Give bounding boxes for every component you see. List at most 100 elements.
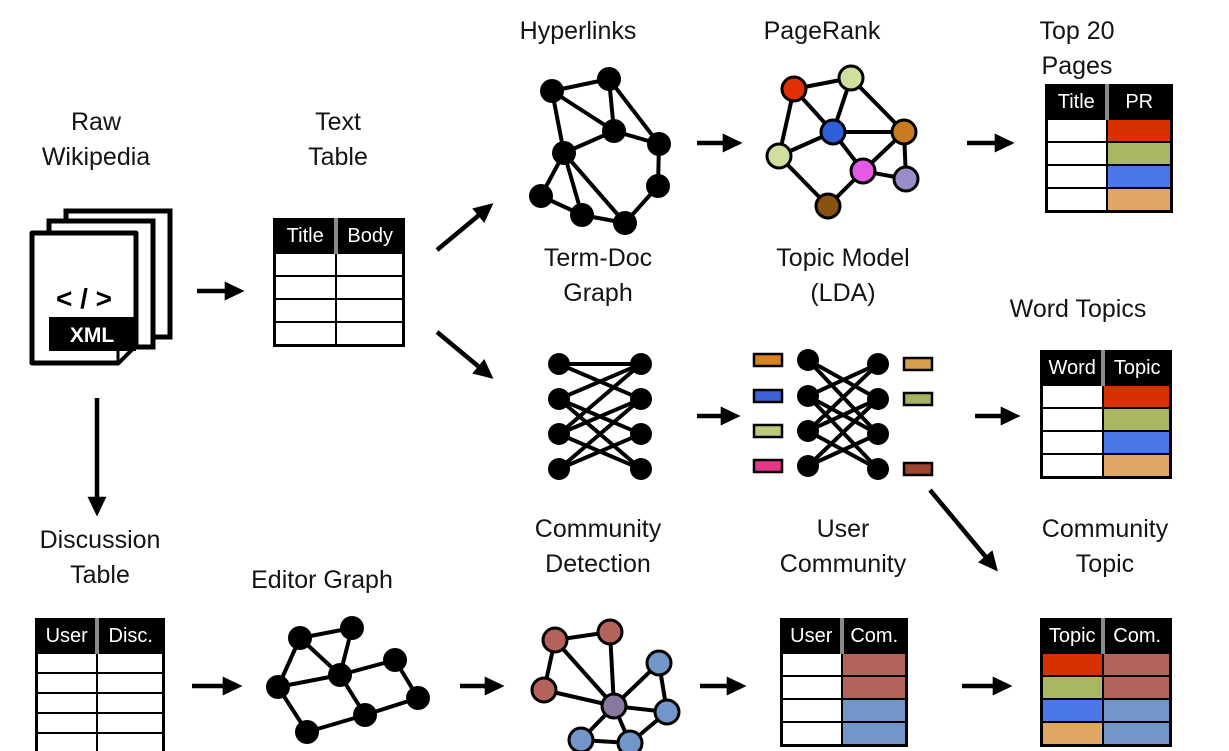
table-cell	[1045, 118, 1108, 143]
graph-node	[406, 686, 430, 710]
xml-document-stack-icon: < / > XML	[29, 208, 173, 366]
table-cell	[1040, 675, 1105, 700]
table-cell	[1105, 118, 1173, 143]
topic-swatch	[902, 461, 934, 477]
graph-node	[837, 64, 865, 92]
column-header: Com.	[839, 619, 907, 653]
table-cell	[1102, 721, 1172, 746]
graph-node	[613, 211, 637, 235]
label-user-community: User Community	[779, 515, 907, 578]
graph-edge	[558, 432, 642, 471]
graph-node	[797, 349, 819, 371]
graph-node	[570, 203, 594, 227]
label-word-topics: Word Topics	[1009, 295, 1147, 323]
graph-node	[340, 616, 364, 640]
graph-node	[645, 649, 673, 677]
table-cell	[1040, 453, 1105, 478]
table-row	[273, 298, 405, 323]
flow-arrow	[928, 488, 998, 572]
table-cell	[780, 721, 843, 746]
graph-node	[867, 423, 889, 445]
graph-node	[653, 698, 681, 726]
graph-node	[266, 675, 290, 699]
table-cell	[273, 275, 338, 300]
topic-swatch	[752, 458, 784, 474]
table-cell	[1045, 164, 1108, 189]
table-cell	[35, 652, 99, 674]
graph-node	[819, 118, 847, 146]
graph-node	[596, 618, 624, 646]
graph-node	[548, 458, 570, 480]
table-cell	[96, 732, 165, 751]
table-cell	[1102, 675, 1172, 700]
graph-node	[849, 157, 877, 185]
column-header: Title	[1046, 85, 1107, 119]
table-row	[1045, 141, 1173, 166]
column-header: Title	[274, 219, 337, 253]
topic-model-lda-graph	[752, 349, 934, 480]
column-header: Word	[1041, 351, 1104, 385]
label-term-doc-graph: Term-Doc Graph	[543, 244, 653, 307]
label-hyperlinks: Hyperlinks	[519, 17, 637, 45]
table-cell	[1040, 407, 1105, 432]
table-cell	[1102, 407, 1172, 432]
table-cell	[335, 275, 405, 300]
table-cell	[273, 252, 338, 277]
table-row	[1040, 384, 1172, 409]
graph-node	[646, 174, 670, 198]
graph-node	[548, 388, 570, 410]
table-cell	[1102, 453, 1172, 478]
flow-arrow	[435, 330, 494, 379]
column-header: PR	[1104, 85, 1172, 119]
graph-edge	[807, 397, 879, 433]
table-cell	[1102, 430, 1172, 455]
graph-node	[867, 353, 889, 375]
table-row	[273, 252, 405, 277]
graph-node	[541, 626, 569, 654]
table-row	[1040, 407, 1172, 432]
graph-node	[295, 720, 319, 744]
graph-edge	[558, 397, 642, 436]
editor-graph	[266, 616, 430, 744]
graph-node	[867, 458, 889, 480]
graph-edge	[558, 362, 642, 401]
graph-node	[353, 703, 377, 727]
table-cell	[335, 252, 405, 277]
table-cell	[273, 298, 338, 323]
table-cell	[780, 652, 843, 677]
label-discussion-table: Discussion Table	[39, 526, 161, 589]
table-row	[35, 732, 165, 751]
graph-node	[383, 648, 407, 672]
table-cell	[35, 732, 99, 751]
graph-node	[529, 184, 553, 208]
xml-badge-label: XML	[70, 324, 115, 347]
graph-node	[867, 388, 889, 410]
table-row	[780, 698, 908, 723]
table-cell	[1040, 721, 1105, 746]
table-cell	[840, 652, 908, 677]
column-header: Topic	[1041, 619, 1104, 653]
pagerank-graph	[765, 64, 920, 220]
graph-node	[328, 663, 352, 687]
table-cell	[35, 712, 99, 734]
graph-edge	[806, 362, 880, 433]
table-row	[273, 321, 405, 346]
graph-node	[797, 455, 819, 477]
column-header: User	[36, 619, 98, 653]
flow-arrow	[435, 203, 494, 252]
graph-node	[616, 729, 644, 751]
table-row	[1040, 430, 1172, 455]
table-row	[1045, 187, 1173, 212]
graph-node	[630, 388, 652, 410]
table-cell	[780, 675, 843, 700]
graph-edge	[553, 638, 616, 708]
column-header: User	[781, 619, 842, 653]
graph-node	[540, 79, 564, 103]
graph-node	[597, 67, 621, 91]
graph-node	[890, 118, 918, 146]
